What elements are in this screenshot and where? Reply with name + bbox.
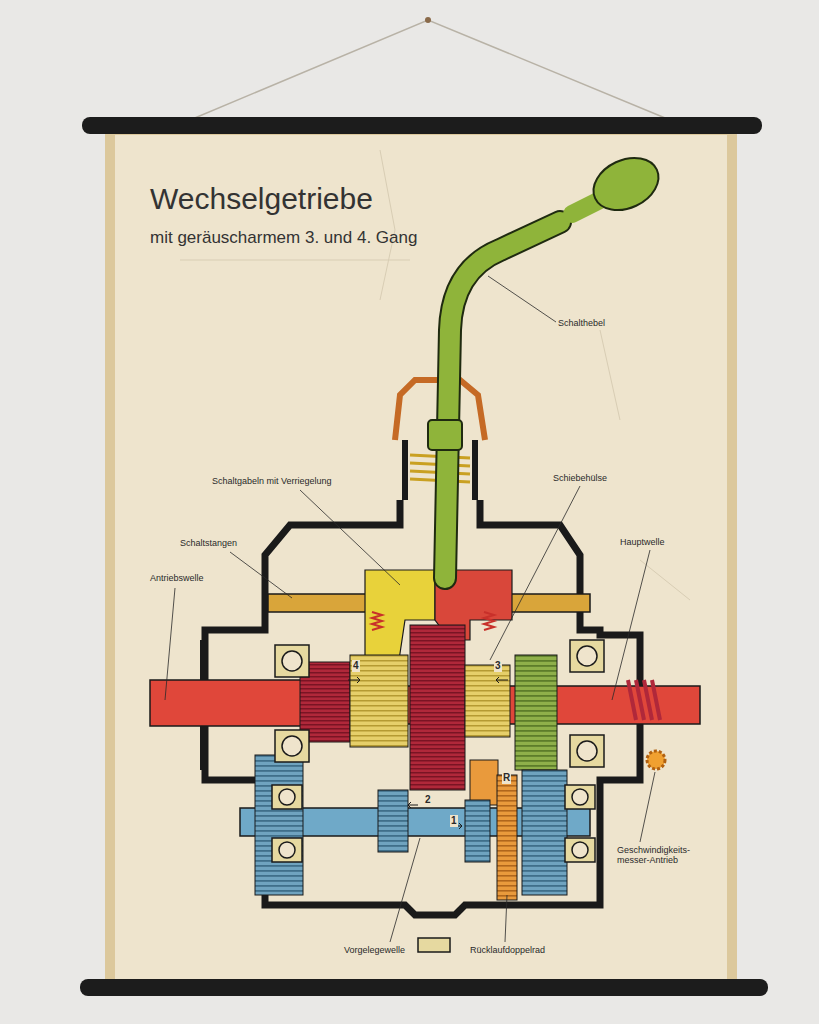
poster-edge [110,130,732,985]
gear-number: R [502,772,511,784]
speedometer-drive [628,680,665,769]
gear-number: 2 [424,794,432,806]
counter-gear-left [255,755,303,895]
part-label: Vorgelegewelle [344,945,405,955]
first-gear [515,655,557,770]
counter-gear-right [522,770,567,895]
counter-gear-1 [465,800,490,862]
hanging-string [190,20,670,120]
part-label: Hauptwelle [620,537,665,547]
reverse-gear-upper [470,760,498,805]
bottom-rod [80,979,768,996]
top-rod [82,117,762,134]
sliding-sleeve [350,655,408,747]
poster-subtitle: mit geräuscharmem 3. und 4. Gang [150,228,417,248]
part-label: Geschwindigkeits- messer-Antrieb [617,845,697,866]
gear-number: 1 [450,815,458,827]
part-label: Antriebswelle [150,573,204,583]
part-label: Schiebehülse [553,473,607,483]
drain-plug [418,938,450,952]
part-label: Rücklaufdoppelrad [470,945,545,955]
part-label: Schaltgabeln mit Verriegelung [212,476,332,486]
gear-lever [428,148,667,578]
reverse-idler [497,775,517,900]
third-gear [410,625,465,790]
poster-paper [110,130,732,985]
part-label: Schalthebel [558,318,605,328]
shift-arrows [348,677,508,829]
gear-number: 4 [352,660,360,672]
counter-gear-2 [378,790,408,852]
sleeve-hub [465,665,510,737]
nail [425,17,431,23]
gear-number: 3 [494,660,502,672]
poster-title: Wechselgetriebe [150,182,373,217]
bearings [272,640,604,862]
part-label: Schaltstangen [180,538,237,548]
leader-lines [165,276,655,942]
paper-cracks [180,150,690,600]
